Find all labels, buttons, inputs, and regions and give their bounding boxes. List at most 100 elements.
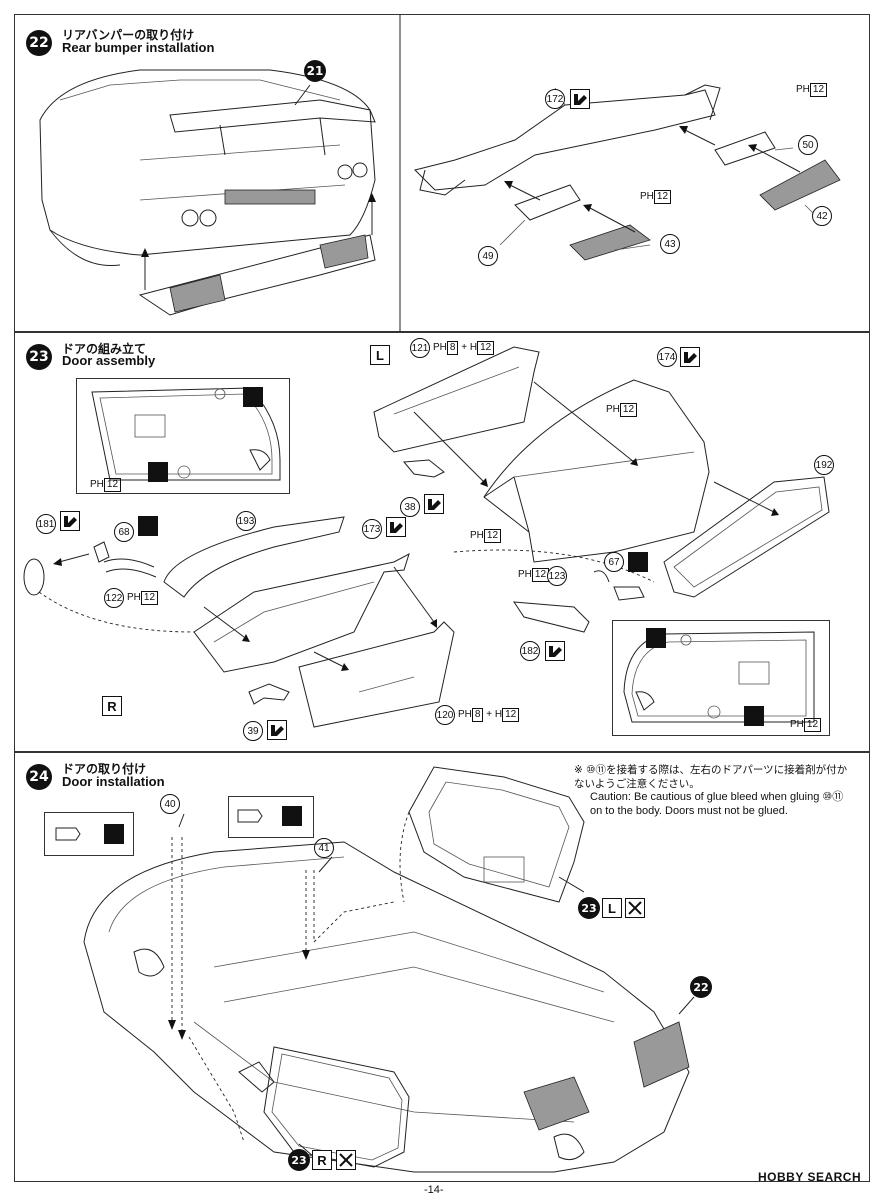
- part-50-label: 50: [798, 135, 818, 155]
- step-24-badge: 24: [26, 764, 52, 790]
- glue-icon-38: [424, 494, 444, 514]
- tree-num: 8: [471, 708, 484, 722]
- part-42-label: 42: [812, 206, 832, 226]
- part-43-label: 43: [660, 234, 680, 254]
- part-21-badge: 21: [304, 60, 326, 82]
- paint-icon-bottom: [148, 462, 168, 482]
- tree-num: 12: [502, 708, 520, 722]
- tree-label: PH: [796, 84, 810, 95]
- ref-step-22-badge: 22: [690, 976, 712, 998]
- tree-num: 12: [103, 478, 122, 492]
- page-number: -14-: [424, 1184, 444, 1196]
- tree-num: 12: [803, 718, 822, 732]
- tree-label: PH: [458, 709, 472, 720]
- tree-label: PH: [518, 569, 532, 580]
- part-173-label: 173: [362, 519, 382, 539]
- step-24-panel: [14, 752, 870, 1182]
- paint-icon-top: [243, 387, 263, 407]
- ref-side-R: R: [312, 1150, 332, 1170]
- glue-icon-182: [545, 641, 565, 661]
- part-181-label: 181: [36, 514, 56, 534]
- ref-side-L: L: [602, 898, 622, 918]
- no-glue-icon-L: [625, 898, 645, 918]
- step-22-panel: [14, 14, 870, 332]
- paint-icon-67: [628, 552, 648, 572]
- paint-icon-68: [138, 516, 158, 536]
- part-120-label: 120: [435, 705, 455, 725]
- step-24-title-jp: ドアの取り付け: [62, 762, 147, 776]
- glue-required-icon: [570, 89, 590, 109]
- caution-text-en: Caution: Be cautious of glue bleed when …: [590, 791, 844, 817]
- chassis-illustration: [83, 766, 695, 1173]
- part-182-label: 182: [520, 641, 540, 661]
- tree-num: 12: [140, 591, 159, 605]
- paint-icon-inset-2a: [646, 628, 666, 648]
- step-22-car-illustration: [39, 69, 376, 316]
- glue-icon-39: [267, 720, 287, 740]
- step-24-title-en: Door installation: [62, 774, 165, 789]
- tree-label: PH: [790, 719, 804, 730]
- step-23-badge: 23: [26, 344, 52, 370]
- tree-num: 12: [477, 341, 495, 355]
- door-assembly-illustration: [23, 346, 830, 728]
- no-glue-icon-R: [336, 1150, 356, 1170]
- step-22-title-en: Rear bumper installation: [62, 40, 215, 55]
- glue-icon-174: [680, 347, 700, 367]
- side-R-label: R: [102, 696, 122, 716]
- plus: +: [461, 342, 468, 353]
- tree-label: PH: [470, 530, 484, 541]
- tree-label: H: [469, 342, 478, 353]
- step-22-title-jp: リアバンパーの取り付け: [62, 28, 195, 42]
- tree-num: 12: [619, 403, 638, 417]
- part-193-label: 193: [236, 511, 256, 531]
- part-172-label: 172: [545, 89, 565, 109]
- hobby-search-watermark: HOBBY SEARCH: [758, 1170, 862, 1184]
- part-122-label: 122: [104, 588, 124, 608]
- door-panel-inset-bottom: [623, 631, 815, 723]
- tree-num: 12: [653, 190, 672, 204]
- part-67-label: 67: [604, 552, 624, 572]
- ref-step-23-L-badge: 23: [578, 897, 600, 919]
- tree-label: PH: [606, 404, 620, 415]
- plus: +: [486, 709, 493, 720]
- part-38-label: 38: [400, 497, 420, 517]
- paint-icon-inset-2b: [744, 706, 764, 726]
- tree-label: PH: [127, 592, 141, 603]
- step-23-title-en: Door assembly: [62, 353, 156, 368]
- tree-num: 12: [483, 529, 502, 543]
- paint-icon-40: [104, 824, 124, 844]
- tree-num: 8: [446, 341, 459, 355]
- glue-icon-181: [60, 511, 80, 531]
- part-40-label: 40: [160, 794, 180, 814]
- part-40-drawing: [55, 827, 81, 841]
- part-41-drawing: [237, 809, 263, 823]
- part-192-label: 192: [814, 455, 834, 475]
- ref-step-23-R-badge: 23: [288, 1149, 310, 1171]
- caution-text-jp: ※ ⑩⑪を接着する際は、左右のドアパーツに接着剤が付かないようご注意ください。: [574, 764, 848, 790]
- part-68-label: 68: [114, 522, 134, 542]
- step-22-divider: [399, 14, 401, 332]
- glue-icon-173: [386, 517, 406, 537]
- step-22-bumper-illustration: [414, 84, 841, 261]
- tree-label: H: [494, 709, 503, 720]
- part-123-label: 123: [547, 566, 567, 586]
- part-174-label: 174: [657, 347, 677, 367]
- tree-label: PH: [90, 479, 104, 490]
- part-121-label: 121: [410, 338, 430, 358]
- tree-label: PH: [640, 191, 654, 202]
- tree-num: 12: [809, 83, 828, 97]
- paint-icon-41: [282, 806, 302, 826]
- side-L-label: L: [370, 345, 390, 365]
- part-49-label: 49: [478, 246, 498, 266]
- step-23-title-jp: ドアの組み立て: [62, 342, 147, 356]
